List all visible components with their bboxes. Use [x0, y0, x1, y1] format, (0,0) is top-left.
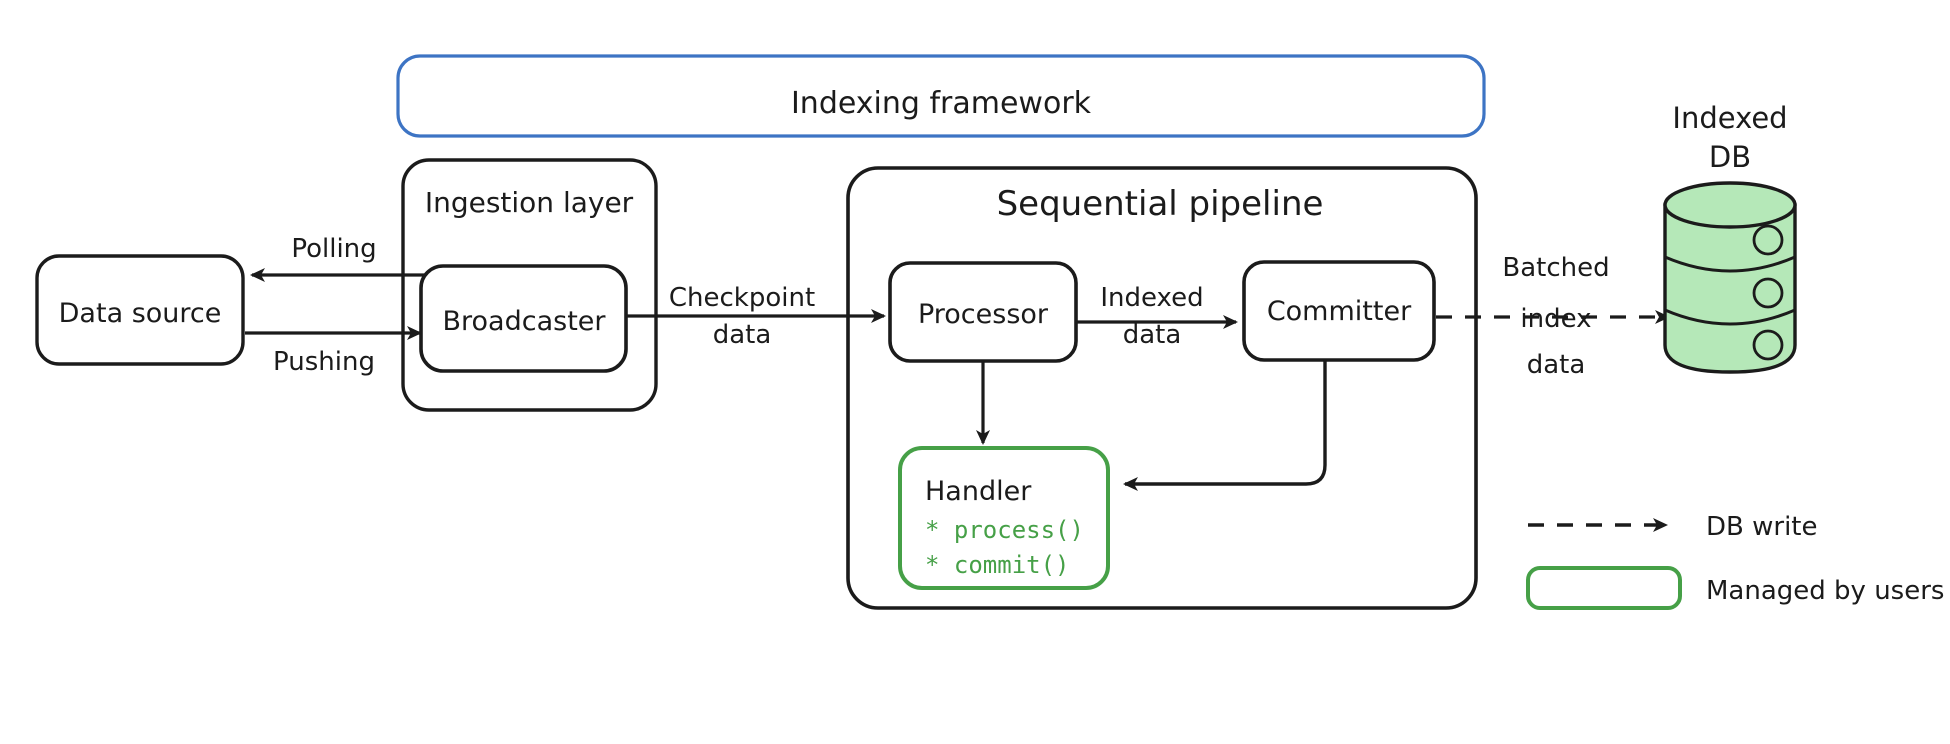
legend-db-write-label: DB write [1706, 512, 1818, 542]
edge-checkpoint-data: Checkpoint data [626, 283, 886, 350]
broadcaster-label: Broadcaster [443, 306, 607, 337]
handler-method-process: * process() [925, 516, 1084, 544]
edge-checkpoint-label-line1: Checkpoint [669, 283, 815, 313]
node-committer[interactable]: Committer [1242, 260, 1436, 362]
data-source-label: Data source [59, 298, 222, 329]
node-indexed-db[interactable]: Indexed DB [1663, 101, 1797, 374]
handler-title: Handler [925, 476, 1032, 507]
edge-batched-label-line1: Batched [1502, 253, 1609, 283]
legend-managed-by-users-label: Managed by users [1706, 576, 1944, 606]
legend: DB write Managed by users [1526, 512, 1944, 610]
node-broadcaster[interactable]: Broadcaster [419, 264, 628, 373]
edge-committer-handler [1123, 360, 1327, 491]
node-sequential-pipeline[interactable]: Sequential pipeline [846, 166, 1478, 610]
database-cylinder-icon [1663, 181, 1797, 374]
framework-frame: Indexing framework [396, 54, 1486, 138]
edge-polling: Polling [250, 234, 432, 282]
processor-label: Processor [918, 299, 1049, 330]
edge-polling-label: Polling [291, 234, 376, 264]
ingestion-layer-label: Ingestion layer [425, 186, 634, 219]
node-handler[interactable]: Handler * process() * commit() [898, 446, 1110, 590]
edge-indexed-data: Indexed data [1076, 283, 1238, 350]
sequential-pipeline-label: Sequential pipeline [997, 184, 1324, 224]
edge-batched-index-data: Batched index data [1436, 253, 1670, 380]
edge-pushing-label: Pushing [273, 347, 375, 377]
edge-checkpoint-label-line2: data [713, 320, 772, 350]
legend-item-managed-by-users: Managed by users [1526, 566, 1944, 610]
framework-frame-label: Indexing framework [791, 86, 1092, 121]
node-ingestion-layer[interactable]: Ingestion layer [401, 158, 658, 412]
indexed-db-label-line1: Indexed [1672, 101, 1787, 135]
legend-item-db-write: DB write [1528, 512, 1818, 542]
handler-method-commit: * commit() [925, 551, 1070, 579]
edge-indexed-data-label-line2: data [1123, 320, 1182, 350]
edge-indexed-data-label-line1: Indexed [1100, 283, 1203, 313]
committer-label: Committer [1267, 296, 1412, 327]
edge-batched-label-line3: data [1527, 350, 1586, 380]
edge-batched-label-line2: index [1520, 304, 1591, 334]
node-data-source[interactable]: Data source [35, 254, 245, 366]
edge-pushing: Pushing [245, 326, 422, 377]
node-processor[interactable]: Processor [888, 261, 1078, 363]
indexed-db-label-line2: DB [1709, 140, 1751, 174]
